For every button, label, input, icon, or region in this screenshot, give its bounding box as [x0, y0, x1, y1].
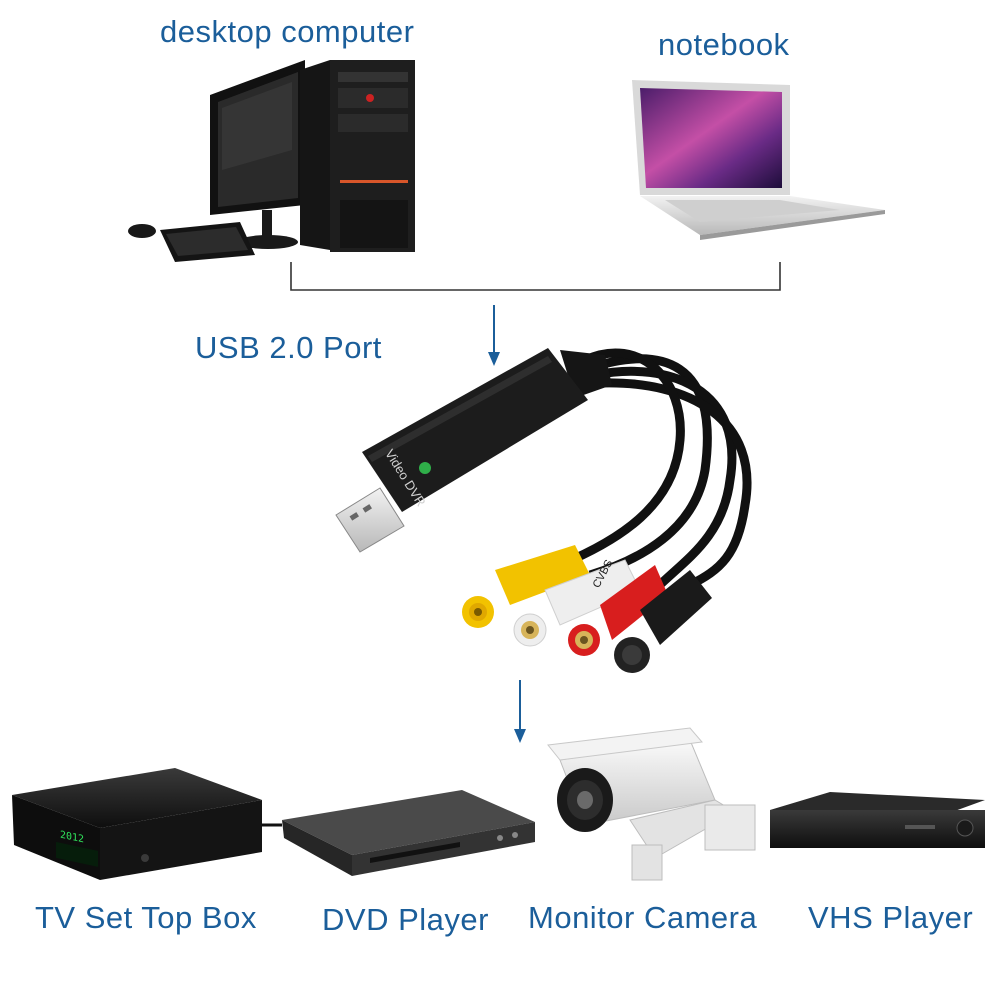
tv-set-top-box-illustration: [12, 768, 282, 880]
rca-red-plug: [568, 565, 668, 656]
notebook-illustration: [632, 80, 885, 240]
dongle-led: [419, 462, 431, 474]
label-dvd-player: DVD Player: [322, 902, 489, 937]
desktop-computer-illustration: [128, 60, 415, 262]
rca-yellow-plug: [462, 545, 590, 628]
rca-connectors: [462, 545, 712, 673]
usb-plug: [335, 487, 405, 553]
monitor-camera-illustration: [547, 727, 756, 881]
rca-white-plug: [513, 559, 641, 647]
label-monitor-camera: Monitor Camera: [528, 900, 758, 935]
label-tv-set-top-box: TV Set Top Box: [35, 900, 257, 935]
vhs-player-illustration: [770, 792, 985, 848]
down-arrow-top: [488, 305, 500, 366]
notebook-screen: [640, 88, 782, 188]
dvd-player-illustration: [282, 790, 535, 876]
stb-display: [56, 841, 98, 867]
label-notebook: notebook: [658, 27, 790, 62]
label-usb-port: USB 2.0 Port: [195, 330, 382, 365]
usb-capture-dongle: [335, 348, 752, 603]
desktop-mouse: [128, 224, 156, 238]
computer-connector-bracket: [290, 262, 781, 291]
dongle-body: [362, 348, 588, 512]
desktop-tower: [300, 60, 330, 250]
label-desktop-computer: desktop computer: [160, 14, 415, 49]
down-arrow-bottom: [514, 680, 526, 743]
label-vhs-player: VHS Player: [808, 900, 974, 935]
svideo-plug: [614, 570, 712, 673]
